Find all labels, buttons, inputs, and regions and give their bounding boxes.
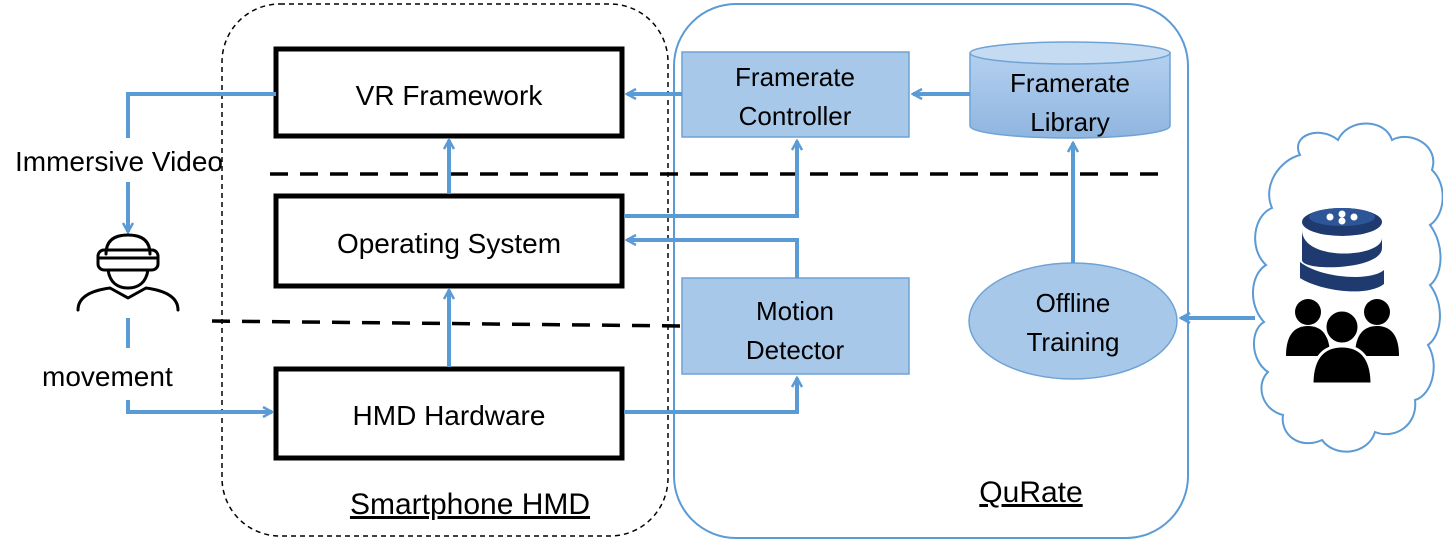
data-logo-icon bbox=[1300, 208, 1384, 292]
smartphone-hmd-region bbox=[221, 3, 669, 537]
offline-training-label-line1: Offline bbox=[1036, 288, 1111, 318]
user-group-icon bbox=[1286, 299, 1399, 386]
motion-detector-label-line2: Detector bbox=[746, 335, 845, 365]
operating-system-label: Operating System bbox=[337, 228, 561, 259]
framerate-library-cylinder bbox=[969, 41, 1171, 139]
framerate-controller-label-line2: Controller bbox=[739, 101, 852, 131]
motion-detector-label-line1: Motion bbox=[756, 296, 834, 326]
framerate-controller-box bbox=[681, 51, 910, 138]
hmd-hardware-label: HMD Hardware bbox=[353, 400, 546, 431]
motion-detector-box bbox=[681, 277, 910, 375]
arrow-hardware-to-motion bbox=[624, 378, 797, 414]
arrow-user-to-hardware bbox=[126, 400, 272, 412]
immersive-video-label: Immersive Video bbox=[15, 146, 223, 177]
qurate-label: QuRate bbox=[979, 476, 1082, 509]
arrow-vr-to-user bbox=[126, 92, 276, 138]
smartphone-hmd-label: Smartphone HMD bbox=[350, 488, 590, 521]
offline-training-label-line2: Training bbox=[1027, 327, 1120, 357]
arrow-motion-to-os bbox=[627, 240, 799, 278]
offline-training-ellipse bbox=[968, 262, 1178, 380]
operating-system-box bbox=[273, 193, 625, 289]
vr-user-icon bbox=[76, 233, 180, 312]
vr-framework-label: VR Framework bbox=[356, 80, 544, 111]
framerate-library-label-line1: Framerate bbox=[1010, 68, 1130, 98]
arrow-os-to-controller bbox=[624, 141, 797, 218]
layer-separator-lower bbox=[211, 319, 683, 328]
framerate-controller-label-line1: Framerate bbox=[735, 62, 855, 92]
framerate-library-label-line2: Library bbox=[1030, 107, 1109, 137]
hmd-hardware-box bbox=[273, 366, 625, 461]
qurate-region bbox=[673, 3, 1189, 539]
movement-label: movement bbox=[42, 361, 173, 392]
